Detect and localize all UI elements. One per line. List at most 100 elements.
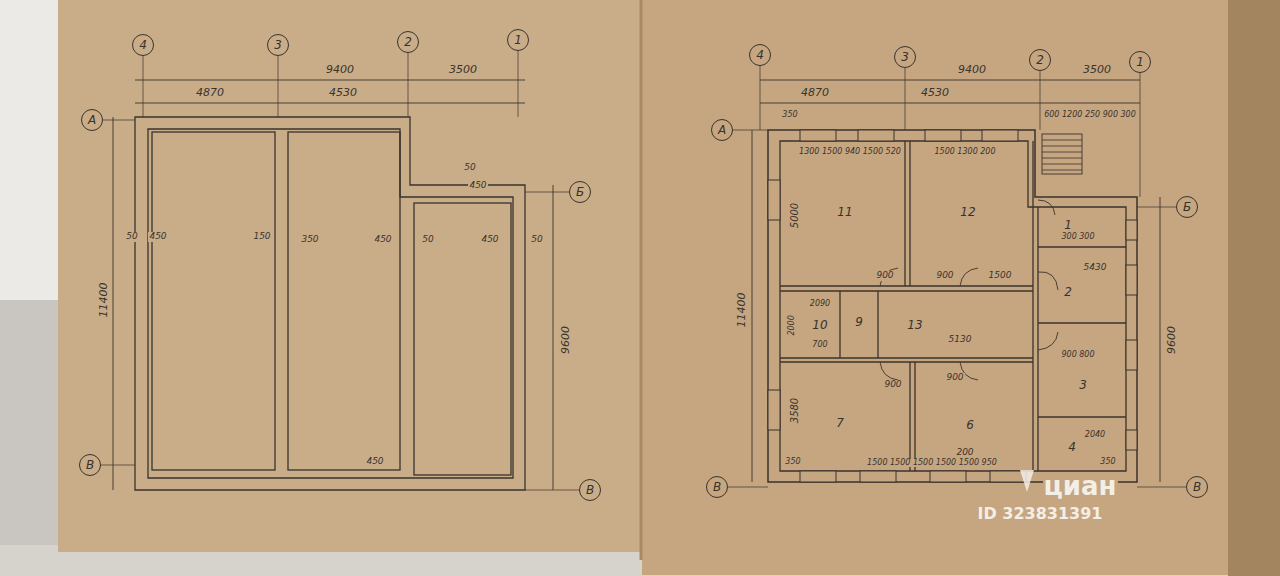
axis-bubble: Б [569,181,591,203]
axis-bubble: 2 [1029,49,1051,71]
dimension-label: 300 300 [1060,233,1095,242]
room-number: 10 [808,316,831,334]
axis-label: 2 [1036,53,1044,67]
axis-bubble: 2 [397,31,419,53]
axis-label: 1 [514,33,522,47]
axis-bubble: 1 [1129,51,1151,73]
dimension-label: 11400 [736,292,748,329]
axis-bubble: 1 [507,29,529,51]
room-label: 2 [1064,285,1072,299]
dimension-label: 11400 [98,282,110,319]
dimension-label: 900 800 [1060,351,1095,360]
room-label: 12 [960,205,975,219]
axis-bubble: Б [1176,196,1198,218]
dimension-label: 450 [480,235,499,245]
dimension-label: 3500 [448,64,478,76]
axis-label: А [88,113,96,127]
dimension-label: 900 [935,271,954,281]
dimension-label: 900 [945,373,964,383]
axis-bubble: В [706,476,728,498]
dimension-label: 9600 [1166,325,1178,355]
axis-bubble: В [579,479,601,501]
axis-label: 3 [901,50,909,64]
dimension-label: 700 [811,341,828,350]
dimension-label: 350 [784,458,801,467]
dimension-label: 3500 [1082,64,1112,76]
axis-bubble: В [1186,476,1208,498]
left-page [58,0,642,552]
dimension-label: 4870 [800,87,830,99]
room-label: 7 [836,416,844,430]
dimension-label: 350 [1099,458,1116,467]
right-page [642,0,1230,575]
dimension-label: 50 [530,235,543,245]
room-number: 1 [1060,216,1076,234]
room-label: 4 [1068,440,1076,454]
room-label: 13 [907,318,922,332]
axis-bubble: 4 [749,44,771,66]
axis-label: Б [576,185,584,199]
dimension-label: 450 [148,232,167,242]
axis-label: В [713,480,721,494]
floor-plan [728,66,1186,487]
dimension-label: 600 1200 250 900 300 [1043,111,1137,120]
room-label: 10 [812,318,827,332]
dimension-label: 50 [421,235,434,245]
room-number: 11 [833,203,856,221]
dimension-label: 1500 1300 200 [933,148,996,157]
dimension-label: 900 [875,271,894,281]
dimension-label: 5000 [789,201,800,228]
axis-label: 3 [274,38,282,52]
book-edge [1228,0,1280,576]
room-number: 7 [832,414,848,432]
room-label: 1 [1064,218,1072,232]
room-number: 4 [1064,438,1080,456]
dimension-label: 5130 [948,335,973,345]
axis-label: Б [1183,200,1191,214]
dimension-label: 9600 [560,325,572,355]
dimension-label: 350 [781,111,798,120]
room-number: 2 [1060,283,1076,301]
page-fold [640,0,643,560]
axis-bubble: А [711,119,733,141]
room-number: 13 [903,316,926,334]
axis-label: 1 [1136,55,1144,69]
watermark: ID 323831391 [977,505,1104,523]
axis-label: А [718,123,726,137]
axis-label: 2 [404,35,412,49]
windows [768,130,1137,482]
dimension-label: 150 [252,232,271,242]
dimension-label: 9400 [325,64,355,76]
axis-label: В [86,458,94,472]
doors [880,200,1058,380]
dimension-label: 4530 [920,87,950,99]
axis-bubble: 4 [132,34,154,56]
dimension-label: 1300 1500 940 1500 520 [798,148,902,157]
dimension-label: 350 [300,235,319,245]
room-number: 9 [851,313,867,331]
dimension-label: 50 [463,163,476,173]
dimension-label: 2040 [1084,431,1106,440]
dimension-label: 3580 [789,396,800,423]
axis-bubble: 3 [267,34,289,56]
dimension-label: 2000 [788,314,797,336]
foundation-plan [101,51,579,490]
room-number: 6 [962,416,978,434]
dimension-label: 4870 [195,87,225,99]
axis-bubble: 3 [894,46,916,68]
dimension-label: 2090 [809,300,831,309]
room-label: 6 [966,418,974,432]
axis-label: 4 [756,48,764,62]
watermark-logo [1020,470,1034,492]
dimension-label: 1500 1500 1500 1500 1500 950 [866,459,998,468]
dimension-label: 900 [883,380,902,390]
axis-label: 4 [139,38,147,52]
dimension-label: 1500 [988,271,1013,281]
watermark: циан [1043,472,1118,501]
axis-bubble: А [81,109,103,131]
room-label: 11 [837,205,852,219]
axis-bubble: В [79,454,101,476]
dimension-label: 200 [955,448,974,458]
dimension-label: 9400 [957,64,987,76]
axis-label: В [1193,480,1201,494]
